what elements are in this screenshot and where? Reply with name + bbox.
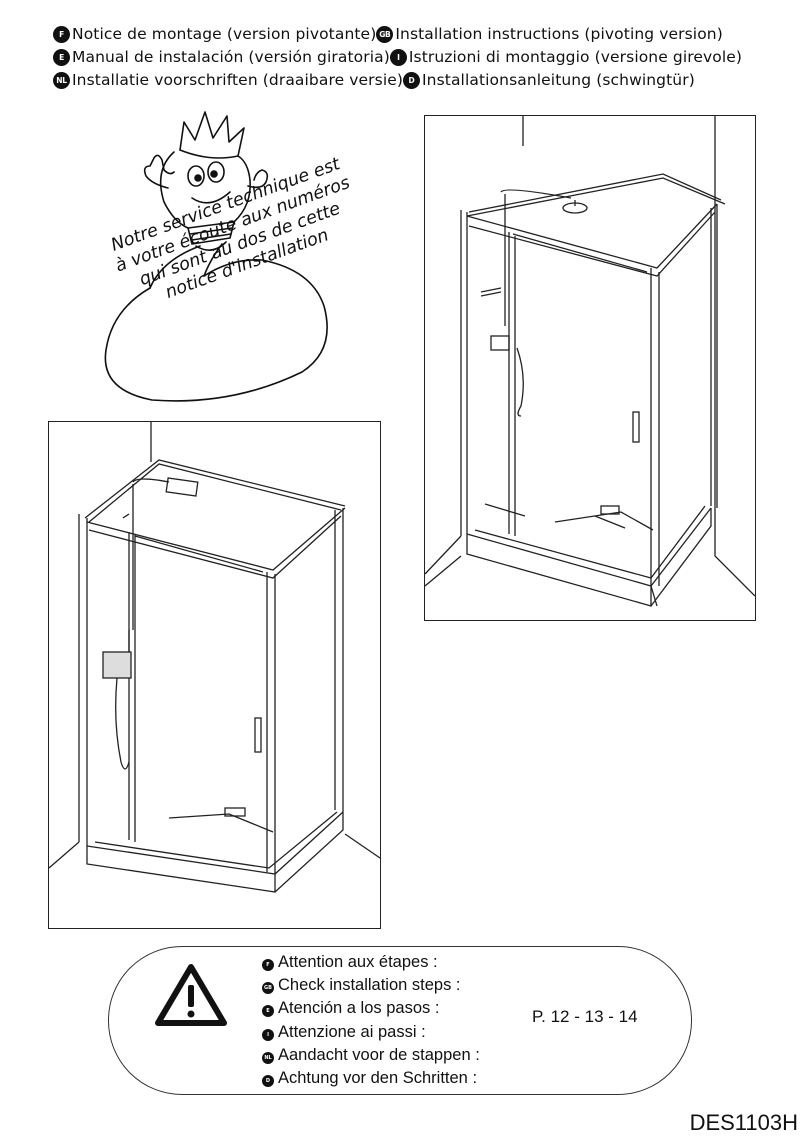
lang-badge-f: F bbox=[53, 26, 70, 43]
step-text: Attention aux étapes : bbox=[278, 953, 438, 971]
step-row-es: E Atención a los pasos : bbox=[262, 997, 480, 1020]
lang-badge-i: I bbox=[389, 49, 407, 66]
step-row-it: I Attenzione ai passi : bbox=[262, 1021, 480, 1044]
step-row-de: D Achtung vor den Schritten : bbox=[262, 1067, 480, 1090]
lang-badge-nl: NL bbox=[53, 72, 70, 89]
lang-badge: F bbox=[262, 959, 274, 971]
title-de: Installationsanleitung (schwingtür) bbox=[422, 71, 695, 89]
title-fr: Notice de montage (version pivotante) bbox=[72, 25, 377, 43]
shower-illustration-right bbox=[424, 115, 756, 621]
step-text: Check installation steps : bbox=[278, 976, 461, 995]
lang-badge: I bbox=[262, 1028, 274, 1041]
title-nl: Installatie voorschriften (draaibare ver… bbox=[72, 71, 404, 89]
title-gb: Installation instructions (pivoting vers… bbox=[395, 25, 723, 43]
shower-illustration-left bbox=[48, 421, 381, 929]
step-row-gb: GB Check installation steps : bbox=[262, 974, 480, 997]
lang-badge: D bbox=[262, 1075, 274, 1088]
lang-badge-e: E bbox=[53, 49, 70, 66]
mascot-lightbulb-icon bbox=[104, 111, 328, 402]
document-reference: DES1103H bbox=[689, 1110, 798, 1135]
step-row-nl: NL Aandacht voor de stappen : bbox=[262, 1044, 480, 1067]
step-text: Achtung vor den Schritten : bbox=[278, 1069, 478, 1088]
lang-badge-gb: GB bbox=[376, 26, 394, 43]
warning-triangle-icon bbox=[155, 964, 227, 1026]
lang-badge: E bbox=[262, 1005, 274, 1018]
title-es: Manual de instalación (versión giratoria… bbox=[72, 48, 390, 66]
step-row-fr: F Attention aux étapes : bbox=[262, 951, 480, 974]
lang-badge: GB bbox=[262, 982, 274, 995]
lang-badge-d: D bbox=[403, 72, 421, 89]
lang-badge: NL bbox=[262, 1051, 274, 1064]
step-text: Atención a los pasos : bbox=[278, 999, 440, 1018]
warning-steps-list: F Attention aux étapes : GB Check installa… bbox=[262, 951, 480, 1090]
step-text: Attenzione ai passi : bbox=[278, 1022, 426, 1041]
title-it: Istruzioni di montaggio (versione girevo… bbox=[408, 48, 743, 66]
step-text: Aandacht voor de stappen : bbox=[278, 1045, 480, 1064]
page-references: P. 12 - 13 - 14 bbox=[532, 1007, 638, 1026]
